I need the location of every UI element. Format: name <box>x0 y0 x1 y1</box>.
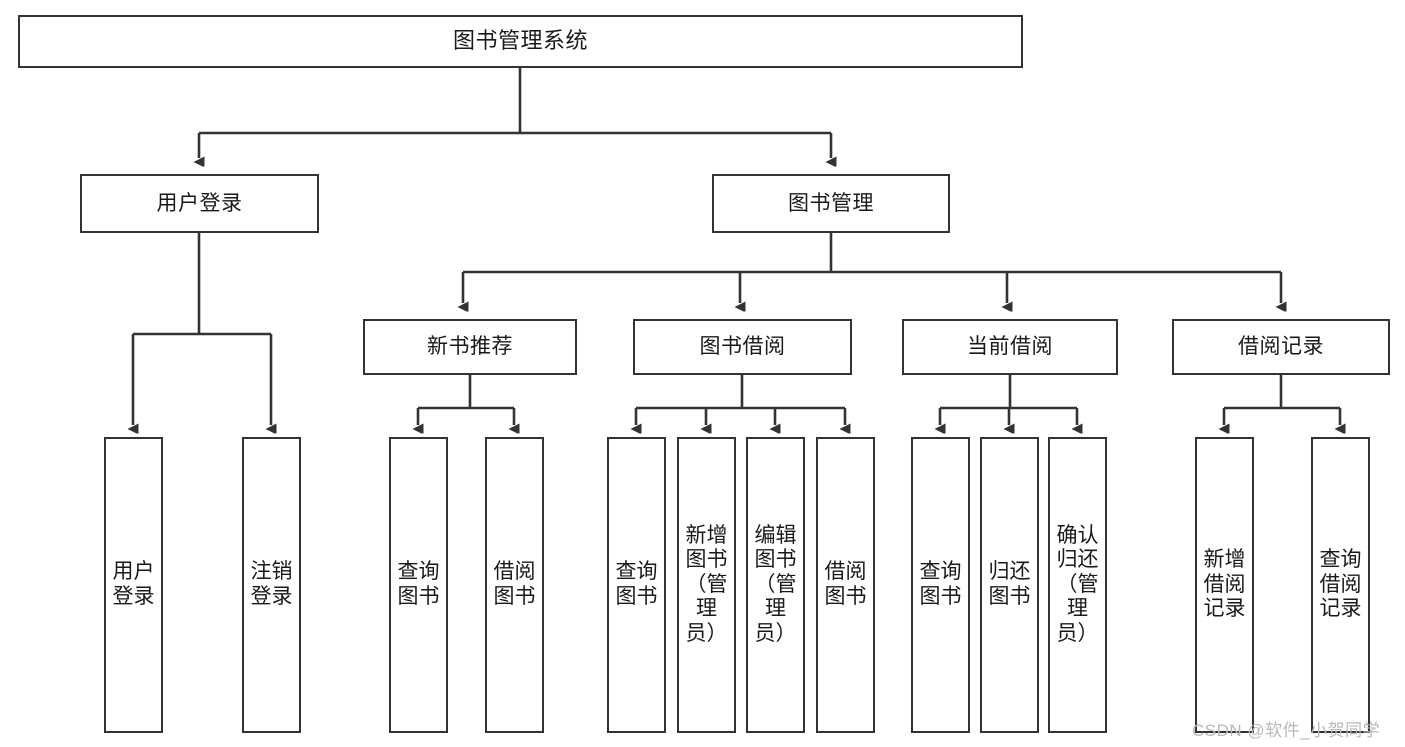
node-label: 用户登录 <box>156 191 243 215</box>
node-label: 归还图书 <box>988 560 1031 608</box>
node-label: 图书借阅 <box>699 335 786 359</box>
node-book-management[interactable]: 图书管理 <box>712 174 950 233</box>
leaf-edit-book[interactable]: 编辑图书（管理员） <box>746 437 805 733</box>
leaf-add-borrow-record[interactable]: 新增借阅记录 <box>1195 437 1254 733</box>
node-label: 查询借阅记录 <box>1319 548 1362 621</box>
leaf-query-book-borrow[interactable]: 查询图书 <box>607 437 666 733</box>
leaf-add-book[interactable]: 新增图书（管理员） <box>677 437 736 733</box>
node-current-borrow[interactable]: 当前借阅 <box>902 319 1118 375</box>
csdn-watermark: CSDN @软件_小贺同学 <box>1192 721 1381 740</box>
node-label: 新书推荐 <box>427 335 513 359</box>
node-label: 查询图书 <box>397 560 440 608</box>
node-label: 图书管理系统 <box>452 28 588 54</box>
node-new-book-recommend[interactable]: 新书推荐 <box>363 319 577 375</box>
node-label: 当前借阅 <box>967 335 1053 359</box>
leaf-query-book-current[interactable]: 查询图书 <box>911 437 970 733</box>
node-label: 借阅记录 <box>1238 335 1324 359</box>
node-label: 借阅图书 <box>493 560 536 608</box>
node-label: 确认归还（管理员） <box>1056 523 1099 645</box>
node-label: 新增图书（管理员） <box>685 523 728 645</box>
leaf-borrow-book-recommend[interactable]: 借阅图书 <box>485 437 544 733</box>
node-borrow-record[interactable]: 借阅记录 <box>1172 319 1390 375</box>
node-label: 新增借阅记录 <box>1203 548 1246 621</box>
node-label: 借阅图书 <box>824 560 867 608</box>
node-label: 查询图书 <box>919 560 962 608</box>
leaf-return-book[interactable]: 归还图书 <box>980 437 1039 733</box>
leaf-query-borrow-record[interactable]: 查询借阅记录 <box>1311 437 1370 733</box>
leaf-borrow-book[interactable]: 借阅图书 <box>816 437 875 733</box>
node-label: 查询图书 <box>615 560 658 608</box>
node-user-login[interactable]: 用户登录 <box>80 174 319 233</box>
node-label: 注销登录 <box>250 560 293 608</box>
node-root-book-management-system[interactable]: 图书管理系统 <box>18 15 1023 68</box>
leaf-confirm-return[interactable]: 确认归还（管理员） <box>1048 437 1107 733</box>
leaf-user-login[interactable]: 用户登录 <box>104 437 163 733</box>
leaf-query-book-recommend[interactable]: 查询图书 <box>389 437 448 733</box>
node-label: 图书管理 <box>788 191 874 215</box>
leaf-logout-login[interactable]: 注销登录 <box>242 437 301 733</box>
node-label: 用户登录 <box>112 560 155 608</box>
node-book-borrow[interactable]: 图书借阅 <box>633 319 852 375</box>
node-label: 编辑图书（管理员） <box>754 523 797 645</box>
